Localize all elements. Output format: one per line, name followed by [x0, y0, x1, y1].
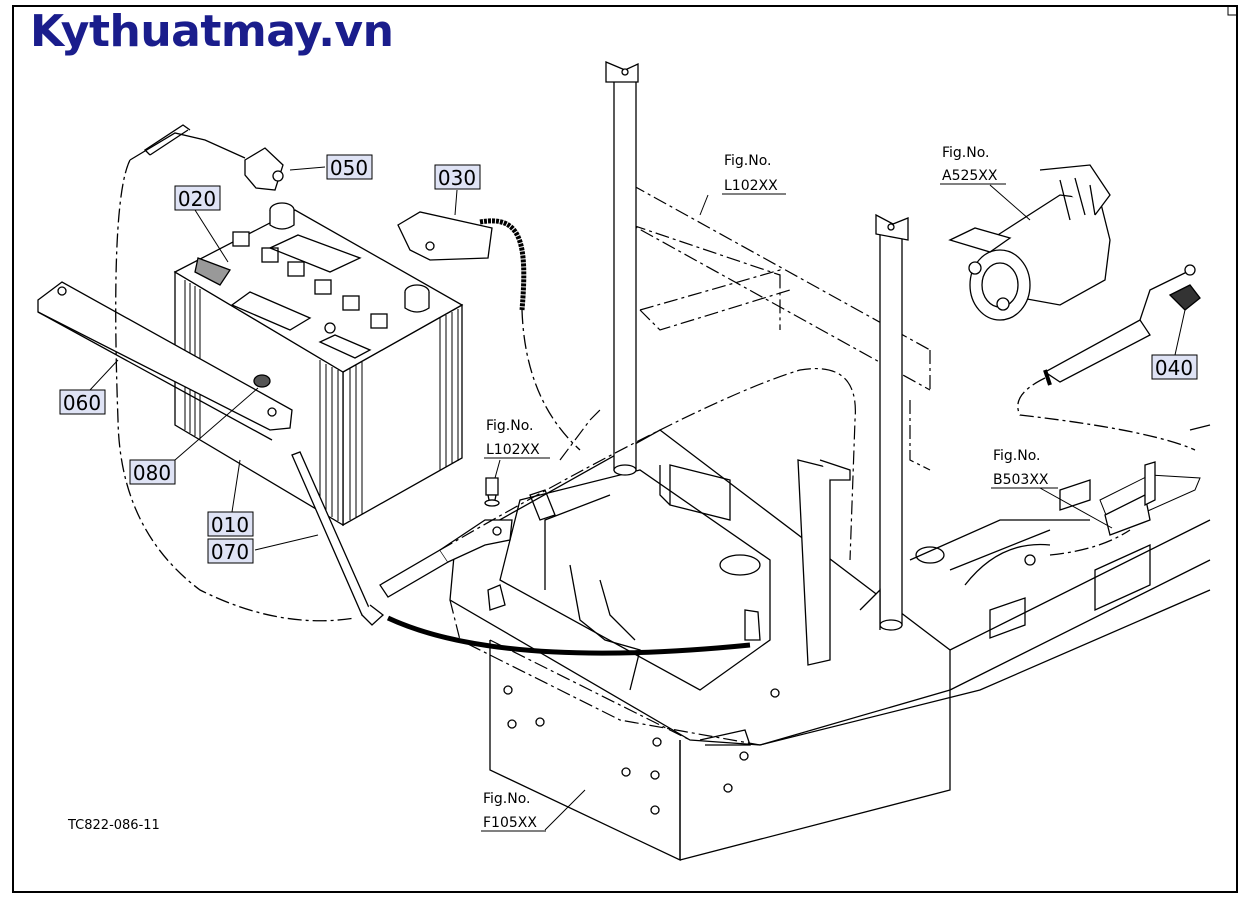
fig-ref-l102xx-mid[interactable]: Fig.No. L102XX	[484, 418, 550, 459]
cable-cover	[397, 211, 581, 451]
part-label-060[interactable]: 060	[59, 389, 106, 415]
leader-lines	[89, 166, 1186, 831]
fig-ref-l102xx-top[interactable]: Fig.No. L102XX	[722, 153, 786, 195]
harness-clip	[964, 461, 1156, 586]
fig-ref-label: Fig.No.	[486, 418, 534, 434]
battery-holder	[37, 281, 293, 441]
part-label-030[interactable]: 030	[434, 164, 481, 190]
fig-ref-code: B503XX	[993, 472, 1049, 488]
fig-ref-f105xx[interactable]: Fig.No. F105XX	[481, 791, 546, 832]
figure-references: Fig.No. L102XX Fig.No. A525XX Fig.No. L1…	[481, 145, 1058, 832]
fig-ref-label: Fig.No.	[993, 448, 1041, 464]
part-label-080[interactable]: 080	[129, 459, 176, 485]
battery-rod	[291, 451, 385, 626]
part-label-080-text: 080	[133, 461, 171, 485]
fig-ref-code: L102XX	[486, 442, 540, 458]
fig-ref-code: F105XX	[483, 815, 537, 831]
frame-base	[449, 429, 1211, 862]
nut	[253, 374, 271, 388]
fig-ref-b503xx[interactable]: Fig.No. B503XX	[991, 448, 1058, 489]
part-label-030-text: 030	[438, 166, 476, 190]
part-label-050[interactable]: 050	[326, 154, 373, 180]
part-label-040-text: 040	[1155, 356, 1193, 380]
positive-cable	[115, 124, 356, 622]
corner-mark	[1227, 5, 1238, 16]
part-label-020[interactable]: 020	[174, 185, 221, 211]
fig-ref-code: L102XX	[724, 178, 778, 194]
drawing-code: TC822-086-11	[67, 818, 160, 833]
fig-ref-label: Fig.No.	[942, 145, 990, 161]
ground-cable	[379, 477, 751, 656]
part-number-labels: 050 030 020 060 080 010	[59, 154, 1198, 564]
border	[12, 5, 1238, 893]
part-label-010-text: 010	[211, 513, 249, 537]
part-label-060-text: 060	[63, 391, 101, 415]
part-label-070-text: 070	[211, 540, 249, 564]
cable-path	[439, 368, 856, 561]
part-label-040[interactable]: 040	[1151, 354, 1198, 380]
fig-ref-label: Fig.No.	[724, 153, 772, 169]
part-label-010[interactable]: 010	[207, 511, 254, 537]
fig-ref-label: Fig.No.	[483, 791, 531, 807]
part-label-020-text: 020	[178, 187, 216, 211]
part-label-050-text: 050	[330, 156, 368, 180]
vertical-posts	[605, 61, 909, 666]
starter-motor	[948, 164, 1111, 321]
site-title: Kythuatmay.vn	[30, 6, 394, 57]
fig-ref-a525xx[interactable]: Fig.No. A525XX	[940, 145, 1006, 185]
fig-ref-code: A525XX	[942, 168, 998, 184]
part-label-070[interactable]: 070	[207, 538, 254, 564]
